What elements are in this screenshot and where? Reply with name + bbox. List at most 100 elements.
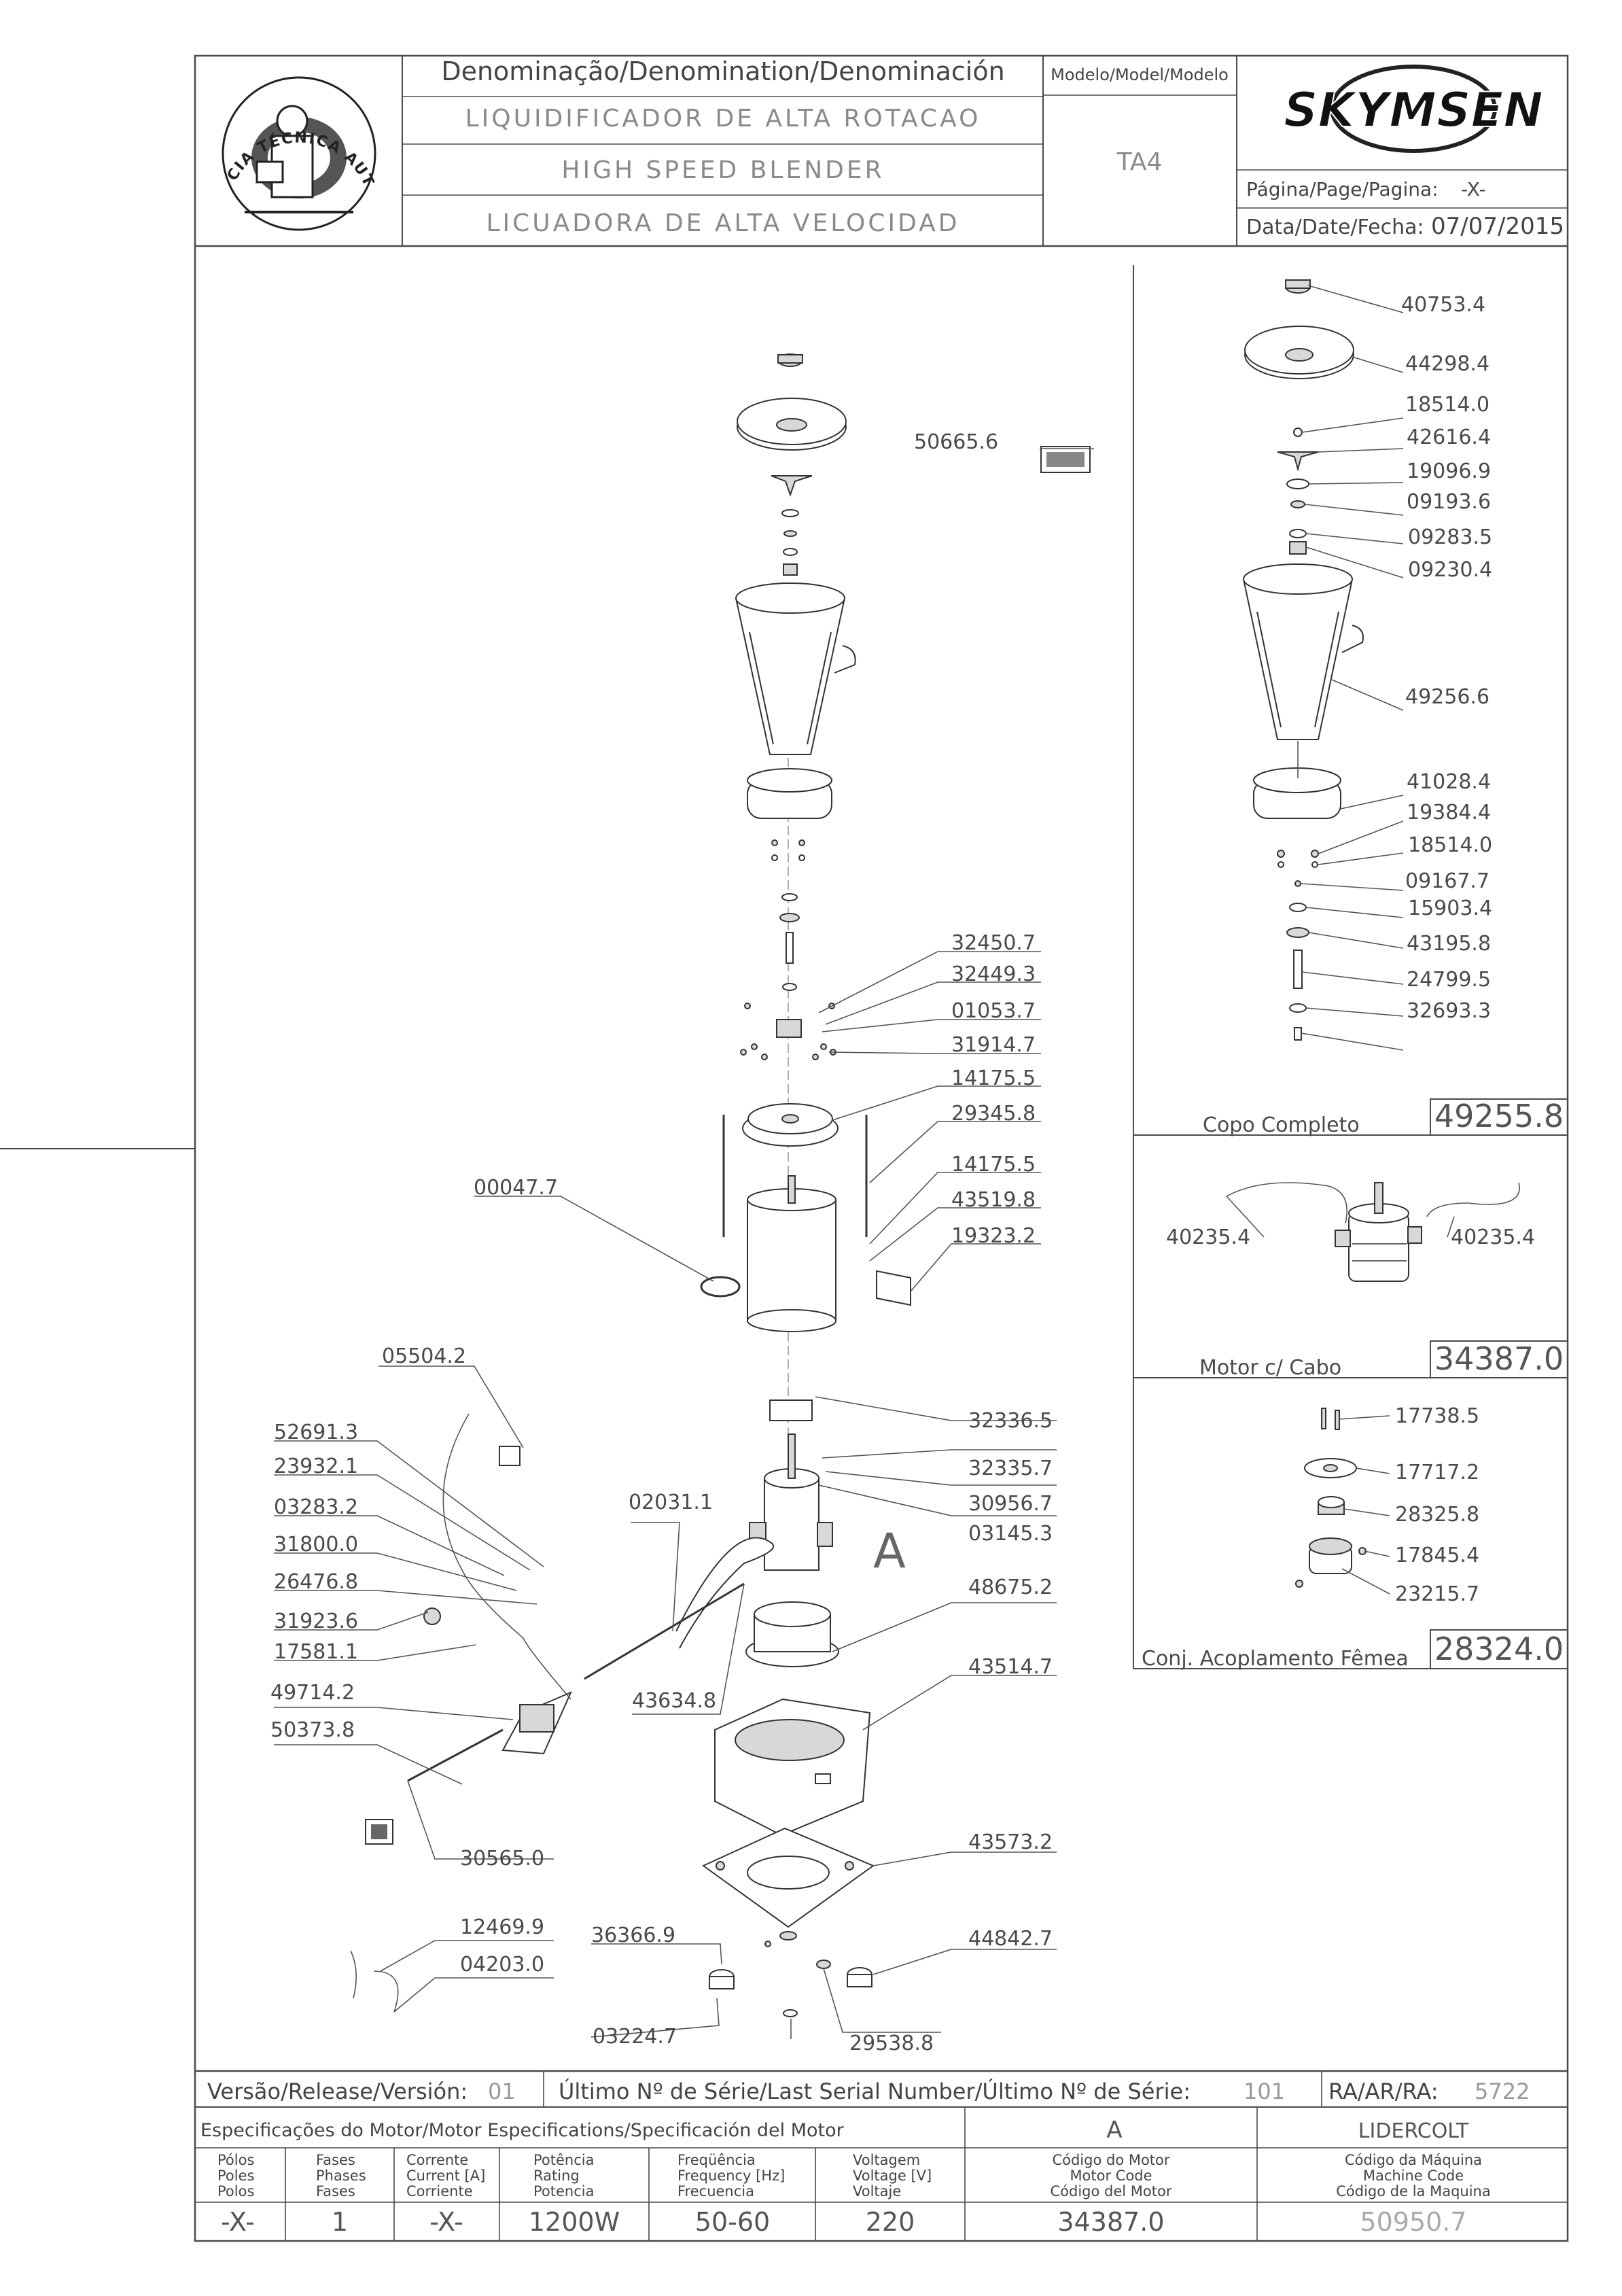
spec-value: 220 [866,2207,915,2237]
brand-logo: SKYMSEN [1283,65,1544,153]
part-label: 36366.9 [591,1924,675,1947]
part-label: 43573.2 [968,1830,1053,1854]
name-portuguese: LIQUIDIFICADOR DE ALTA ROTACAO [465,105,981,133]
cup-panel-code: 49255.8 [1434,1098,1564,1134]
cup-label: 09167.7 [1405,869,1489,893]
brand-name: SKYMSEN [1284,82,1543,138]
coupling-label: 17845.4 [1395,1544,1479,1567]
ra-value: 5722 [1475,2078,1530,2104]
cup-panel-title: Copo Completo [1203,1113,1360,1137]
sheet-frame [0,54,1569,2242]
spec-col-poles: Pólos Poles Polos -X- [217,2152,255,2237]
ra-label: RA/AR/RA: [1328,2078,1439,2104]
part-label: 43634.8 [632,1689,716,1713]
spec-header: Phases [316,2168,366,2184]
part-label: 03145.3 [968,1522,1053,1546]
spec-header: Fases [316,2152,355,2168]
part-label: 04203.0 [460,1953,544,1977]
part-label: 30956.7 [968,1492,1053,1516]
spec-header: Pólos [217,2152,254,2168]
spec-value: 50950.7 [1360,2207,1466,2237]
cup-leaders [1300,285,1404,1051]
cup-label: 32693.3 [1407,999,1491,1023]
part-label: 49714.2 [270,1681,355,1705]
spec-header: Código da Máquina [1345,2152,1482,2168]
part-label: 50665.6 [914,430,998,454]
motor-label: 40235.4 [1166,1225,1250,1249]
part-label: 14175.5 [951,1066,1036,1090]
part-label: 00047.7 [474,1176,558,1200]
spec-col-voltage: Voltagem Voltage [V] Voltaje 220 [853,2152,932,2237]
name-english: HIGH SPEED BLENDER [561,156,884,184]
page-label: Página/Page/Pagina: [1246,178,1439,201]
spec-value: 50-60 [695,2207,770,2237]
cup-label: 19096.9 [1407,459,1491,483]
model-label: Modelo/Model/Modelo [1051,65,1229,84]
spec-header: Voltage [V] [853,2168,932,2184]
spec-header: Current [A] [406,2168,485,2184]
motor-with-cable-drawing [1226,1182,1520,1282]
spec-header: Frequency [Hz] [677,2168,785,2184]
spec-col-current: Corrente Current [A] Corriente -X- [406,2152,485,2237]
part-label: 05504.2 [382,1344,466,1368]
page-value: -X- [1461,178,1486,201]
spec-header: Frecuencia [677,2183,754,2199]
cup-label: 19384.4 [1407,801,1491,824]
motor-manufacturer: LIDERCOLT [1358,2119,1469,2143]
version-label: Versão/Release/Versión: [207,2078,468,2104]
spec-header: Fases [316,2183,355,2199]
part-label: 32449.3 [951,962,1036,986]
part-label: 03283.2 [274,1495,358,1519]
spec-header: Potência [533,2152,594,2168]
coupling-label: 23215.7 [1395,1582,1479,1606]
spec-value: 1200W [529,2207,620,2237]
spec-header: Potencia [533,2183,594,2199]
cup-label: 43195.8 [1407,932,1491,956]
cup-label: 09193.6 [1407,490,1491,514]
cup-label: 24799.5 [1407,968,1491,992]
cup-label: 15903.4 [1408,897,1492,920]
part-label: 43519.8 [951,1188,1036,1212]
spec-header: Corrente [406,2152,468,2168]
version-value: 01 [488,2078,516,2104]
part-label: 31800.0 [274,1533,358,1556]
motor-label: 40235.4 [1451,1225,1535,1249]
part-label: 01053.7 [951,999,1036,1023]
model-value: TA4 [1116,148,1163,176]
part-label: 32335.7 [968,1457,1053,1480]
spec-col-rating: Potência Rating Potencia 1200W [529,2152,620,2237]
part-label: 14175.5 [951,1153,1036,1177]
spec-header: Machine Code [1363,2168,1464,2184]
coupling-label: 28325.8 [1395,1503,1479,1527]
spec-header: Voltagem [853,2152,920,2168]
spec-header: Rating [533,2168,580,2184]
motor-spec-letter: A [1106,2117,1122,2144]
part-label: 23932.1 [274,1455,358,1478]
spec-value: -X- [429,2207,463,2237]
part-label: 02031.1 [629,1491,713,1514]
part-label: 52691.3 [274,1421,358,1444]
spec-col-motor-code: Código do Motor Motor Code Código del Mo… [1051,2152,1172,2237]
authorized-service-stamp: ASSISTÊNCIA TÉCNICA AUTORIZADA [0,0,376,231]
spec-col-frequency: Freqüência Frequency [Hz] Frecuencia 50-… [677,2152,785,2237]
part-label: 12469.9 [460,1915,544,1939]
cup-label: 09230.4 [1408,558,1492,582]
cup-label: 40753.4 [1401,293,1485,317]
part-label: 17581.1 [274,1640,358,1664]
spec-col-machine-code: Código da Máquina Machine Code Código de… [1336,2152,1490,2237]
part-label: 31923.6 [274,1610,358,1633]
part-label: 44842.7 [968,1927,1053,1951]
spec-header: Código do Motor [1052,2152,1169,2168]
part-label: 03224.7 [593,2025,677,2049]
denomination-label: Denominação/Denomination/Denominación [441,56,1004,86]
part-label: 29538.8 [849,2032,934,2055]
title-block: ASSISTÊNCIA TÉCNICA AUTORIZADA Denominaç… [0,0,1568,247]
coupling-panel-code: 28324.0 [1434,1631,1564,1667]
cup-label: 09283.5 [1408,525,1492,549]
spec-header: Freqüência [677,2152,756,2168]
name-spanish: LICUADORA DE ALTA VELOCIDAD [486,209,959,237]
spec-header: Motor Code [1070,2168,1152,2184]
date-value: 07/07/2015 [1431,213,1564,240]
cup-label: 18514.0 [1405,393,1489,417]
